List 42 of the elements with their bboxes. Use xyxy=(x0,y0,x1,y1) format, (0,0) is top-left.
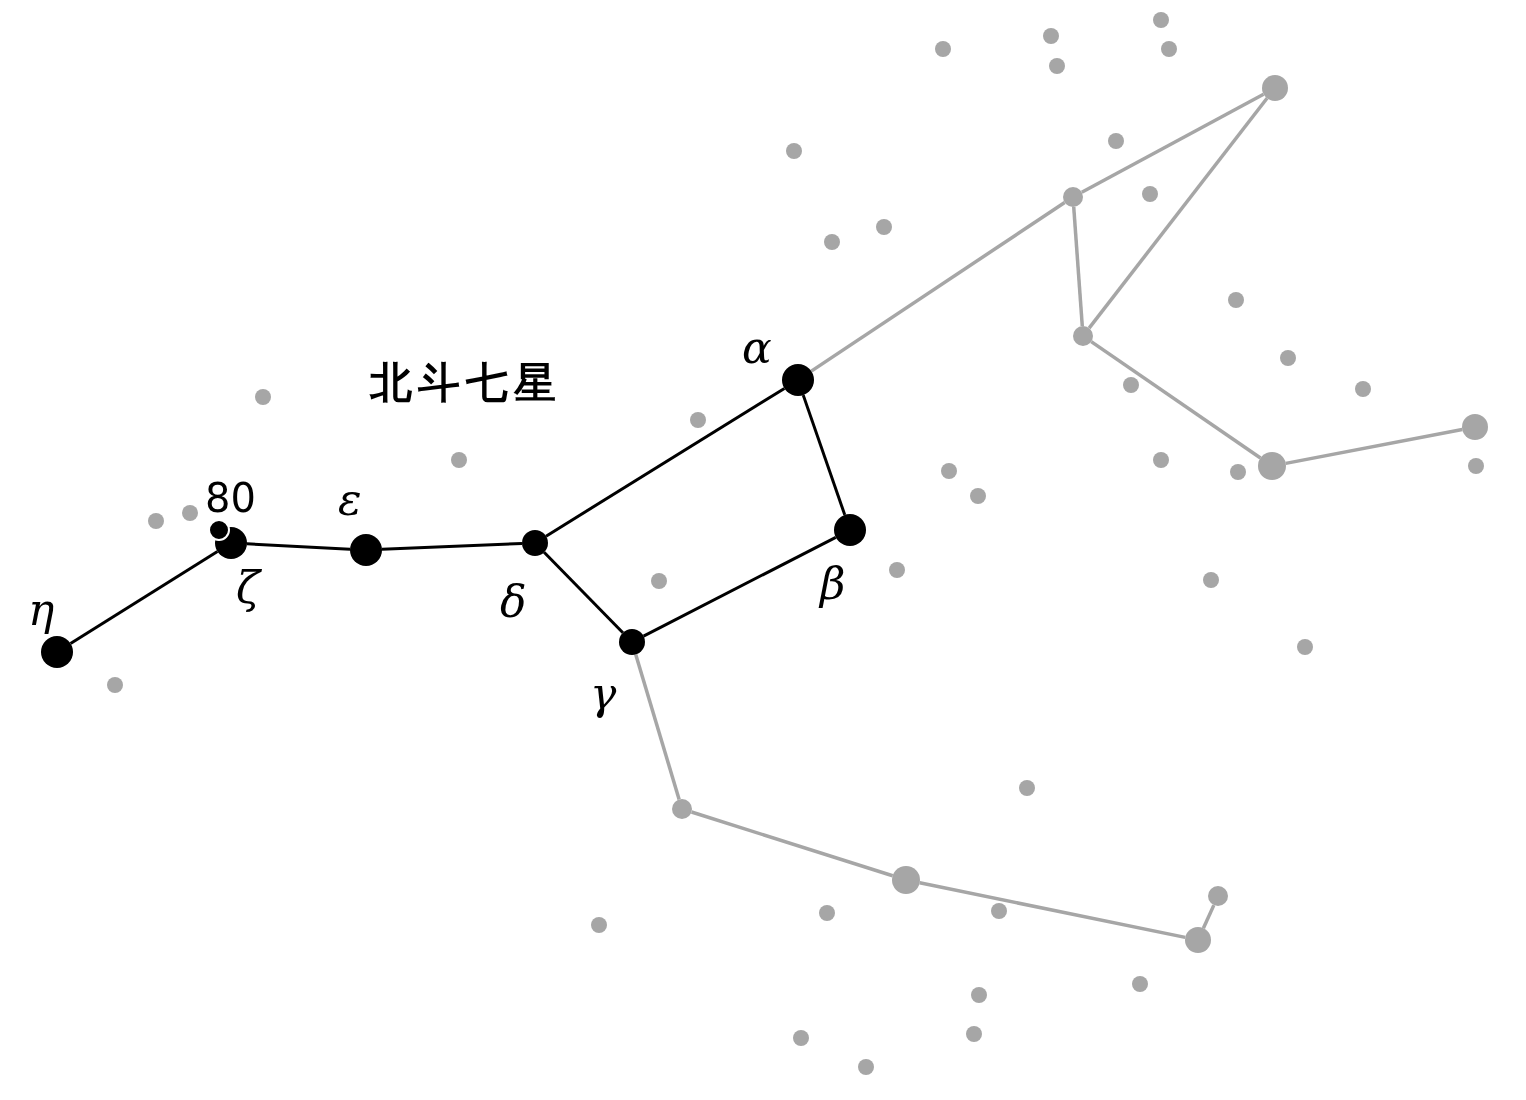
constellation-line xyxy=(642,535,837,638)
constellation-line xyxy=(69,550,219,645)
star-dot xyxy=(350,534,382,566)
star-dot xyxy=(892,866,920,894)
star-dot xyxy=(619,629,645,655)
star-dot xyxy=(834,514,866,546)
star-letter: ζ xyxy=(236,566,260,610)
asterism-name: 北斗七星 xyxy=(370,362,562,404)
star-letter: δ xyxy=(500,580,527,624)
star-dot xyxy=(782,364,814,396)
star-dot xyxy=(672,799,692,819)
constellation-line xyxy=(246,542,351,551)
star-dot xyxy=(1063,187,1083,207)
constellation-line xyxy=(1090,340,1262,460)
star-dot xyxy=(1073,326,1093,346)
constellation-line xyxy=(919,881,1186,940)
constellation-line xyxy=(691,810,894,878)
star-dot xyxy=(41,636,73,668)
star-letter: γ xyxy=(590,672,617,716)
star-dot xyxy=(1462,414,1488,440)
star-dot xyxy=(208,519,230,541)
constellation-line xyxy=(1080,92,1265,194)
constellation-line xyxy=(1087,97,1269,330)
star-dot xyxy=(1185,927,1211,953)
star-letter: α xyxy=(742,326,772,370)
constellation-line xyxy=(1201,904,1216,929)
constellation-line xyxy=(543,551,624,634)
star-dot xyxy=(1258,452,1286,480)
constellation-line xyxy=(810,201,1066,373)
star-dot xyxy=(1262,75,1288,101)
constellation-line xyxy=(634,653,681,800)
star-number: 80 xyxy=(205,478,256,518)
star-letter: ε xyxy=(338,478,362,522)
star-dot xyxy=(1208,886,1228,906)
star-dot xyxy=(522,530,548,556)
star-letter: β xyxy=(820,562,846,606)
constellation-line xyxy=(1071,206,1085,327)
constellation-line xyxy=(545,387,786,538)
constellation-line xyxy=(1285,427,1463,466)
constellation-line xyxy=(381,542,523,551)
constellation-line xyxy=(801,394,847,516)
star-letter: η xyxy=(28,588,55,632)
